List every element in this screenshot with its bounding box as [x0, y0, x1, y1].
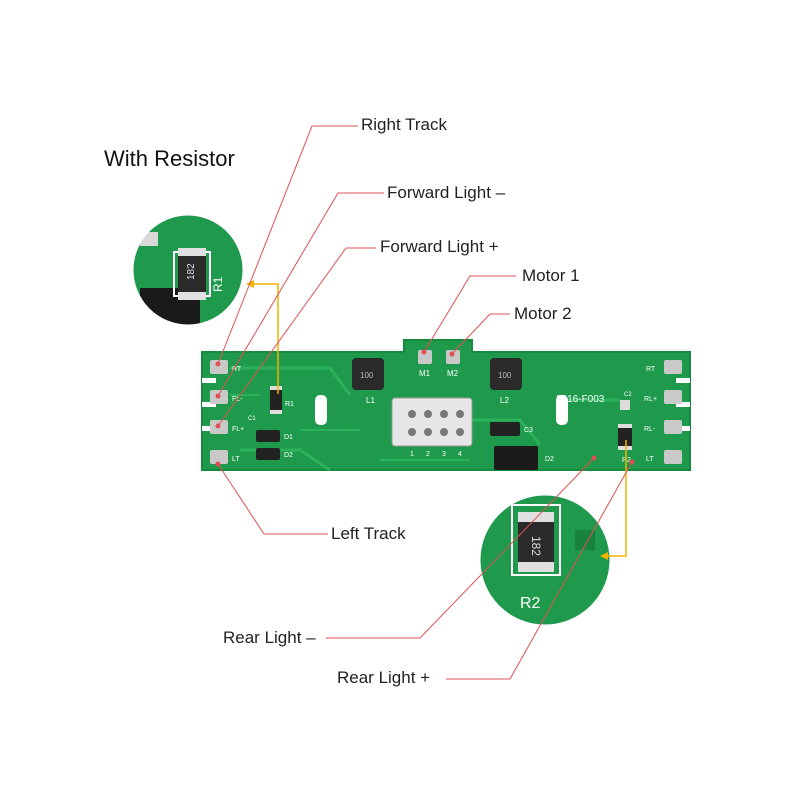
callout-motor-1: Motor 1 [522, 266, 580, 285]
leader-forward-light-plus [217, 247, 376, 427]
leader-forward-light-minus [217, 192, 384, 397]
diode-label-d1: D1 [284, 434, 293, 441]
callout-forward-light-minus: Forward Light – [387, 183, 506, 202]
pin-connector [391, 397, 473, 447]
connector-pin-2: 2 [426, 451, 430, 458]
leader-right-track [217, 125, 358, 365]
motor-pin-label-1: M1 [419, 369, 431, 378]
pin-label-left-4: LT [232, 456, 240, 463]
pin-label-right-4: LT [646, 456, 654, 463]
inductor-l1: 100 [352, 358, 384, 390]
highlight-line-r1 [250, 283, 279, 394]
inductor-label-l1: L1 [366, 396, 375, 405]
callout-forward-light-plus: Forward Light + [380, 237, 499, 256]
callout-right-track: Right Track [361, 115, 447, 134]
zoom-resistor-code-r1: 182 [186, 263, 197, 280]
diode-label-d2-right: D2 [545, 456, 554, 463]
cap-label-c3: C3 [524, 427, 533, 434]
callout-left-track: Left Track [331, 524, 406, 543]
leader-lines [217, 125, 633, 680]
heading: With Resistor [104, 146, 235, 171]
motor-pad-2 [446, 350, 460, 364]
mount-slot-left [315, 395, 327, 425]
mount-slot-right [556, 395, 568, 425]
svg-text:100: 100 [498, 371, 512, 380]
diode-label-d2: D2 [284, 452, 293, 459]
leader-motor-1 [423, 275, 516, 353]
diode-d2 [256, 448, 280, 460]
connector-pin-3: 3 [442, 451, 446, 458]
motor-pin-label-2: M2 [447, 369, 459, 378]
pin-label-left-1: RT [232, 366, 242, 373]
callout-motor-2: Motor 2 [514, 304, 572, 323]
resistor-r1 [270, 386, 282, 414]
cap-label-c1: C1 [248, 416, 256, 422]
leader-motor-2 [451, 313, 510, 355]
leader-rear-light-plus [446, 461, 633, 680]
highlight-line-r2 [604, 440, 627, 557]
resistor-r2 [618, 424, 632, 450]
callout-rear-light-minus: Rear Light – [223, 628, 316, 647]
inductor-label-l2: L2 [500, 396, 509, 405]
motor-pad-1 [418, 350, 432, 364]
zoom-ref-r1: R1 [211, 276, 225, 292]
zoom-bubble-r1 [130, 212, 246, 328]
zoom-bubble-r2 [477, 492, 613, 628]
diode-d1 [256, 430, 280, 442]
svg-text:100: 100 [360, 371, 374, 380]
leader-rear-light-minus [326, 457, 595, 639]
zoom-resistor-code-r2: 182 [529, 536, 543, 556]
cap-c2 [620, 400, 630, 410]
resistor-label-r1: R1 [285, 401, 294, 408]
leader-dots [215, 349, 635, 467]
pin-label-right-2: RL+ [644, 396, 657, 403]
pcb-board: RT FL- FL+ LT RT RL+ RL- LT M1 M2 100 L1… [201, 339, 691, 472]
callout-rear-light-plus: Rear Light + [337, 668, 431, 687]
connector-pin-1: 1 [410, 451, 414, 458]
diode-d2-right [494, 446, 538, 470]
cap-c3 [490, 422, 520, 436]
pin-label-right-1: RT [646, 366, 656, 373]
zoom-ref-r2: R2 [520, 595, 541, 612]
left-pin-pads [210, 360, 228, 464]
board-model: 2016-F003 [556, 394, 605, 405]
inductor-l2: 100 [490, 358, 522, 390]
pin-label-right-3: RL- [644, 426, 656, 433]
cap-label-c2: C2 [624, 392, 632, 398]
leader-left-track [217, 463, 328, 535]
right-pin-pads [664, 360, 682, 464]
pin-label-left-3: FL+ [232, 426, 244, 433]
connector-pin-4: 4 [458, 451, 462, 458]
